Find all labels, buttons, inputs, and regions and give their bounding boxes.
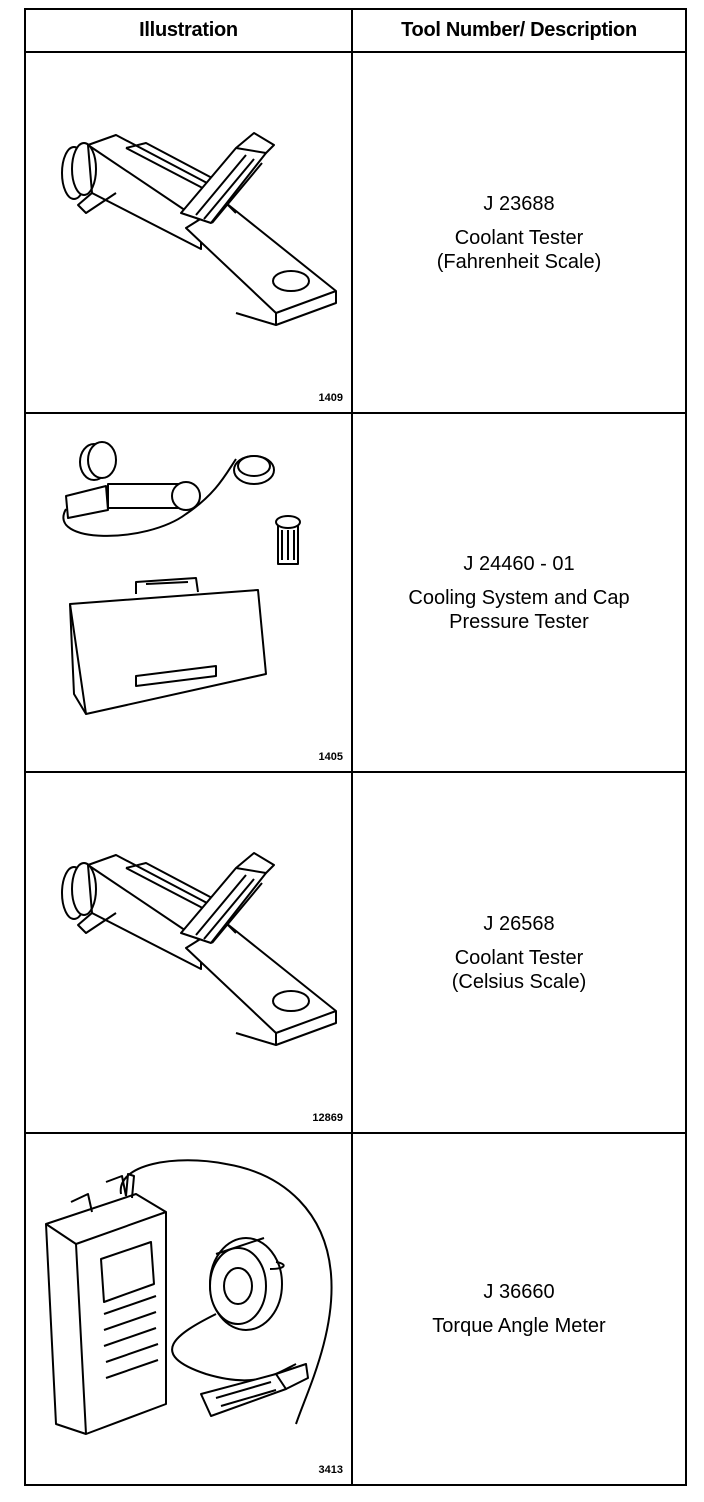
tool-description-line: Coolant Tester [454,226,584,249]
table-row: 1405 J 24460 - 01 Cooling System and Cap… [26,414,685,773]
tool-description-cell: J 24460 - 01 Cooling System and Cap Pres… [353,414,685,771]
tool-description-cell: J 23688 Coolant Tester (Fahrenheit Scale… [353,53,685,412]
figure-number: 12869 [312,1112,343,1124]
figure-number: 1409 [318,392,343,404]
illustration-cell: 1405 [26,414,353,771]
illustration-cell: 12869 [26,773,353,1132]
tool-number: J 23688 [483,192,555,215]
table-row: 3413 J 36660 Torque Angle Meter [26,1134,685,1484]
torque-angle-meter-icon [45,1159,333,1435]
coolant-tester-icon [61,852,337,1046]
pressure-tester-icon [62,441,301,715]
tool-description-line: Pressure Tester [449,610,589,633]
tool-description-line: Cooling System and Cap [408,586,630,609]
tool-description-cell: J 36660 Torque Angle Meter [353,1134,685,1484]
tool-description-line: Coolant Tester [454,946,584,969]
figure-number: 1405 [318,751,343,763]
tool-number: J 36660 [483,1281,555,1303]
tool-number: J 26568 [483,912,555,935]
tool-description-cell: J 26568 Coolant Tester (Celsius Scale) [353,773,685,1132]
tool-number: J 24460 - 01 [463,552,575,575]
table-row: 12869 J 26568 Coolant Tester (Celsius Sc… [26,773,685,1134]
tool-description-line: (Celsius Scale) [451,970,587,993]
figure-number: 3413 [318,1464,343,1476]
table-row: 1409 J 23688 Coolant Tester (Fahrenheit … [26,53,685,414]
description-column-header: Tool Number/ Description [353,10,685,53]
tool-description-line: (Fahrenheit Scale) [436,250,602,273]
illustration-cell: 1409 [26,53,353,412]
coolant-tester-icon [61,132,337,326]
tool-description-line: Torque Angle Meter [432,1315,606,1337]
illustration-column-header: Illustration [26,10,353,53]
special-tools-table: Illustration Tool Number/ Description 14 [24,8,687,1486]
illustration-cell: 3413 [26,1134,353,1484]
